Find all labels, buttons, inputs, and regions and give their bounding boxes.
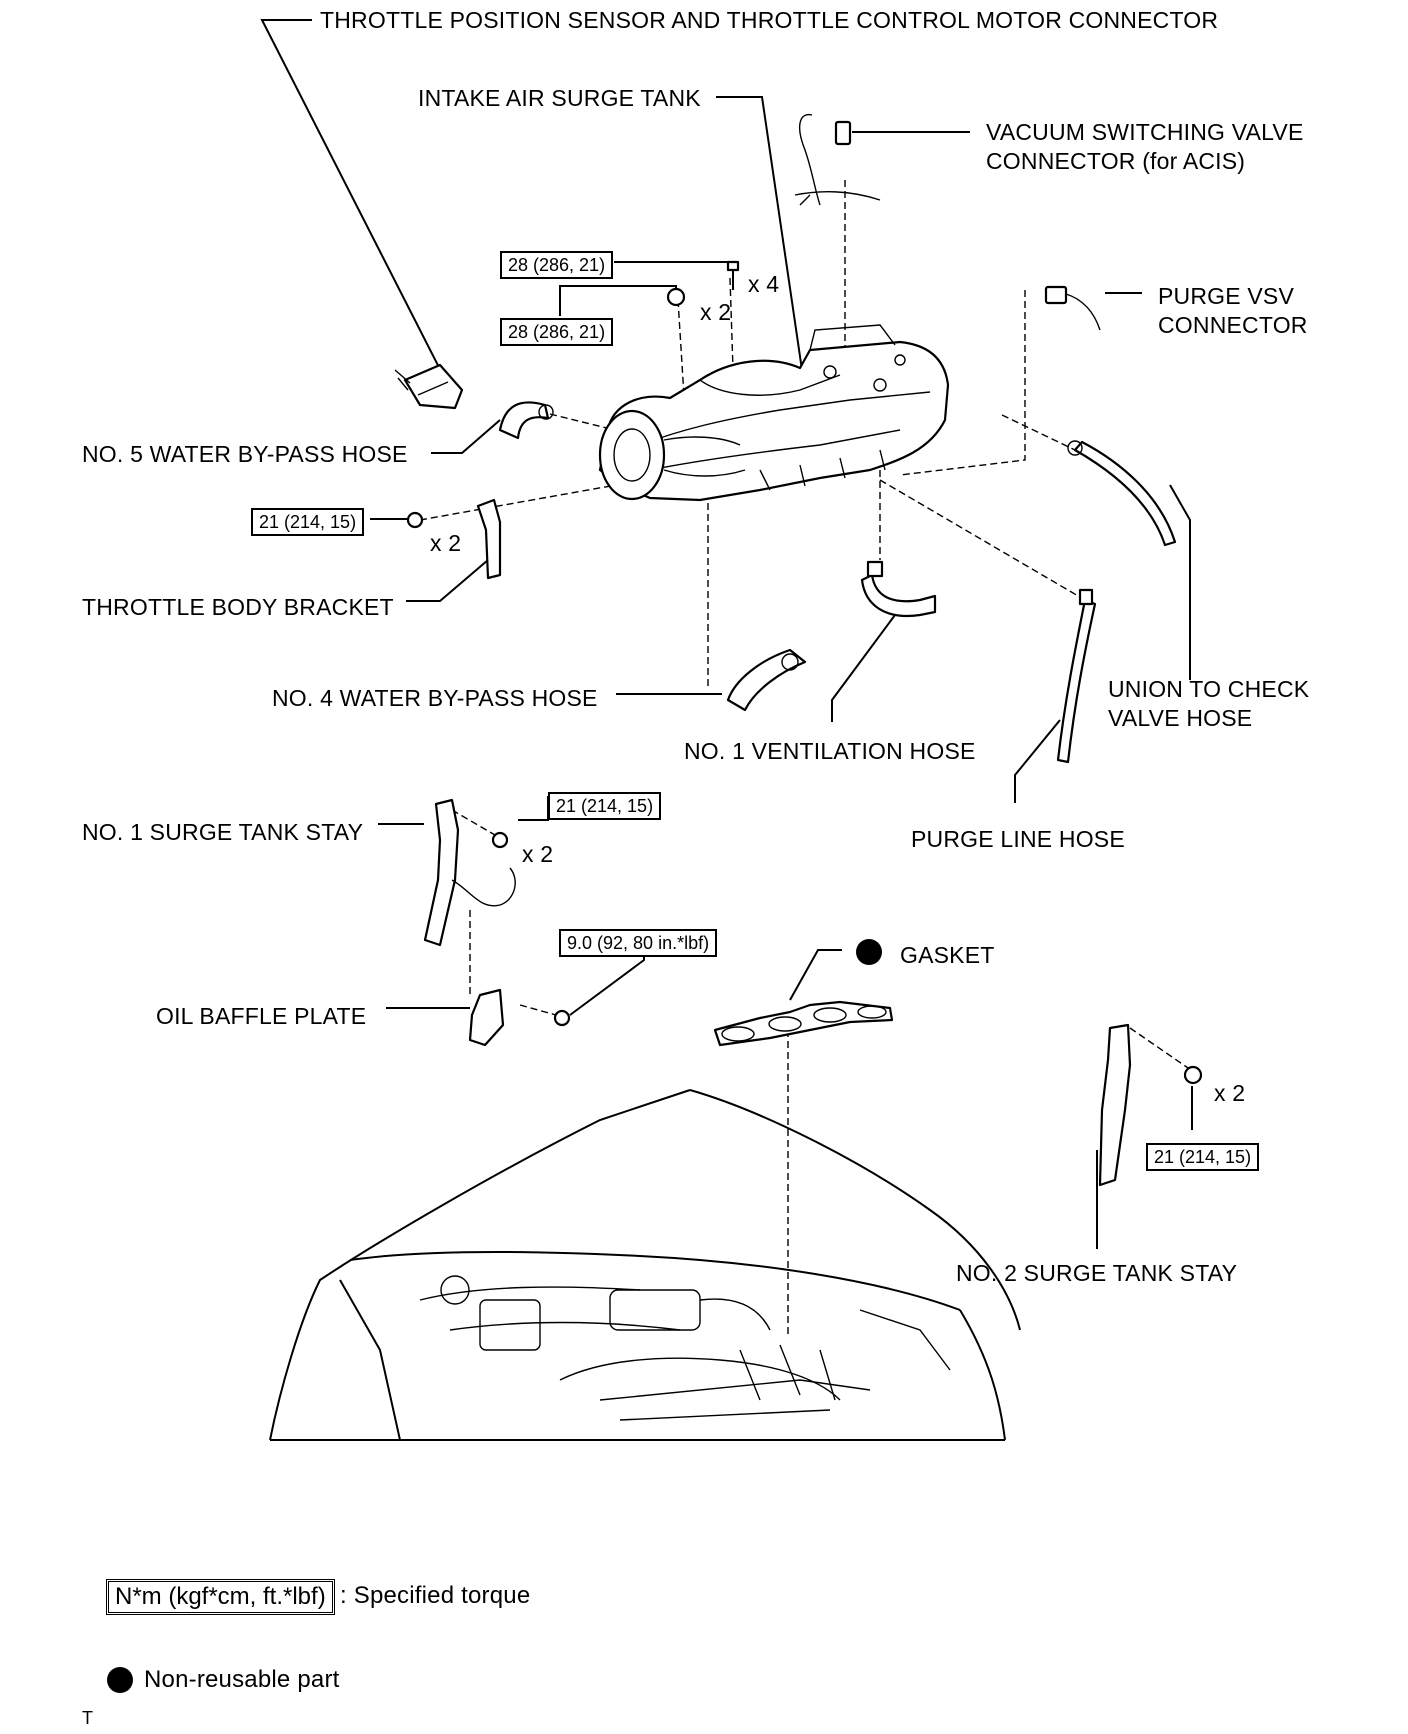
no5-water-hose-label: NO. 5 WATER BY-PASS HOSE: [82, 441, 408, 467]
purge-vsv-label-1: PURGE VSV: [1158, 283, 1295, 309]
oil-baffle-plate-part: [468, 988, 505, 1047]
legend-torque-text: : Specified torque: [340, 1582, 531, 1609]
quantity-label: x 4: [748, 271, 780, 297]
union-check-label-1: UNION TO CHECK: [1108, 676, 1310, 702]
quantity-label: x 2: [430, 530, 462, 556]
intake-manifold-assembly: [598, 324, 950, 502]
vsv-connector-label-1: VACUUM SWITCHING VALVE: [986, 119, 1304, 145]
purge-vsv-label-2: CONNECTOR: [1158, 312, 1308, 338]
no5-water-hose-part: [498, 401, 554, 440]
assembly-dashed-lines: [419, 180, 1189, 1335]
tps-connector-part: [394, 363, 464, 410]
leader-lines: [260, 19, 1193, 1249]
torque-box: 28 (286, 21): [500, 251, 614, 279]
throttle-bracket-part: [476, 498, 502, 580]
quantity-label: x 2: [700, 299, 732, 325]
torque-box: 21 (214, 15): [251, 508, 365, 536]
no4-water-hose-label: NO. 4 WATER BY-PASS HOSE: [272, 685, 598, 711]
legend-nonreusable-dot: [107, 1667, 133, 1693]
torque-box: 21 (214, 15): [1146, 1143, 1260, 1171]
oil-baffle-label: OIL BAFFLE PLATE: [156, 1003, 367, 1029]
legend-nonreusable-text: Non-reusable part: [144, 1666, 340, 1693]
corner-mark: T: [82, 1708, 94, 1728]
gasket-part: [713, 1000, 894, 1047]
vsv-connector-label-2: CONNECTOR (for ACIS): [986, 148, 1246, 174]
no1-stay-part: [423, 798, 516, 947]
torque-box: 9.0 (92, 80 in.*lbf): [559, 929, 718, 957]
purge-vsv-connector-part: [1044, 285, 1101, 331]
no1-ventilation-label: NO. 1 VENTILATION HOSE: [684, 738, 976, 764]
torque-box: 28 (286, 21): [500, 318, 614, 346]
no1-stay-label: NO. 1 SURGE TANK STAY: [82, 819, 364, 845]
tps-connector-label: THROTTLE POSITION SENSOR AND THROTTLE CO…: [320, 7, 1219, 33]
union-check-hose-part: [1067, 440, 1177, 547]
quantity-label: x 2: [1214, 1080, 1246, 1106]
union-check-label-2: VALVE HOSE: [1108, 705, 1253, 731]
fasteners: [406, 260, 1203, 1085]
purge-line-hose-label: PURGE LINE HOSE: [911, 826, 1125, 852]
quantity-label: x 2: [522, 841, 554, 867]
no1-ventilation-hose-part: [860, 560, 937, 618]
no2-stay-part: [1098, 1023, 1132, 1187]
gasket-nonreusable-dot: [856, 939, 882, 965]
intake-surge-tank-label: INTAKE AIR SURGE TANK: [418, 85, 701, 111]
gasket-label: GASKET: [900, 942, 995, 968]
no2-stay-label: NO. 2 SURGE TANK STAY: [956, 1260, 1238, 1286]
engine-bay-illustration: [269, 1089, 1021, 1441]
vsv-connector-part: [794, 113, 881, 206]
purge-line-hose-part: [1056, 588, 1097, 764]
no4-water-hose-part: [726, 648, 807, 712]
torque-box: 21 (214, 15): [548, 792, 662, 820]
throttle-bracket-label: THROTTLE BODY BRACKET: [82, 594, 394, 620]
legend-torque-box: N*m (kgf*cm, ft.*lbf): [106, 1579, 335, 1615]
